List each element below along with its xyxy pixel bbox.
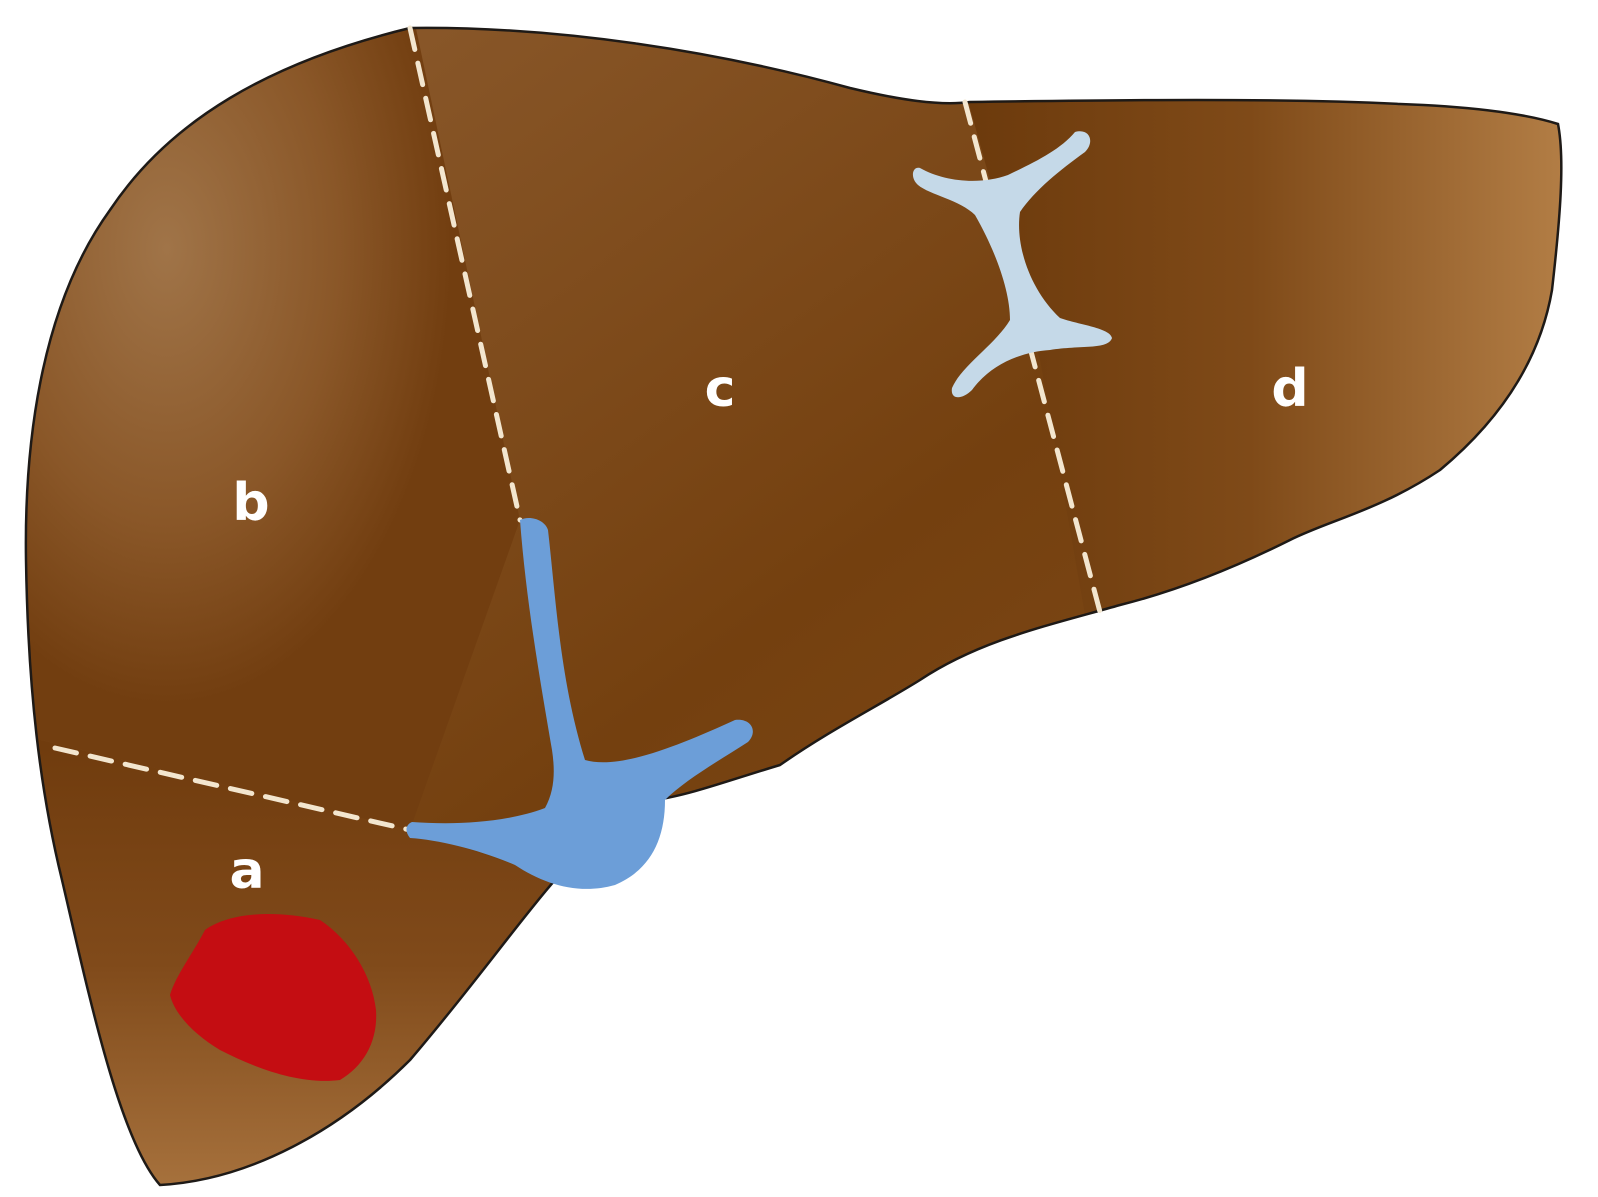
segment-label-d: d [1271,359,1308,419]
lesion [170,914,377,1081]
ligament-shape [912,131,1112,398]
hepatic-vein [406,518,753,889]
divider-a-b [52,745,413,833]
segment-label-b: b [232,473,269,533]
segment-label-c: c [705,359,736,419]
divider-b-c [407,25,523,523]
segment-b-region [25,27,520,830]
segment-label-a: a [229,841,264,901]
